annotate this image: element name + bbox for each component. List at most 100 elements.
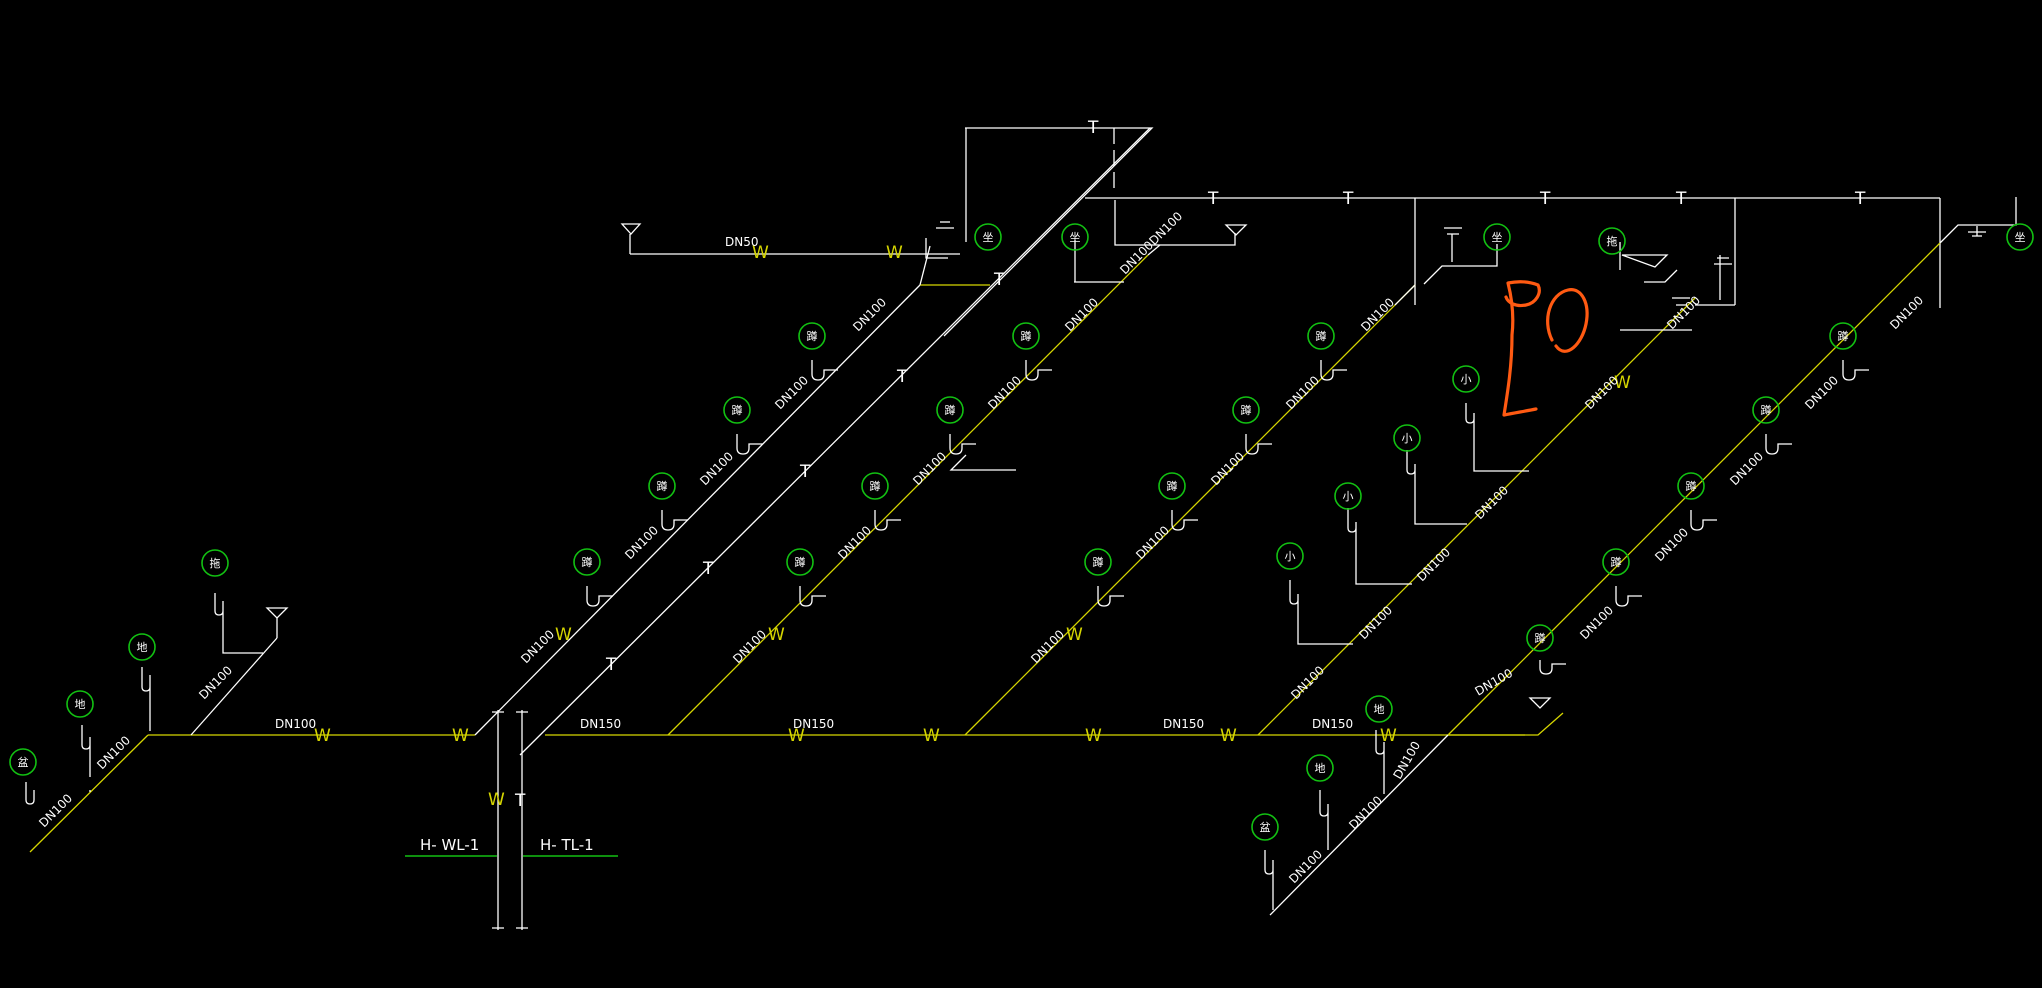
svg-text:蹲: 蹲 [657, 479, 668, 493]
svg-text:DN100: DN100 [850, 295, 889, 334]
markup-annotation: 50 [1502, 280, 1589, 417]
svg-text:DN100: DN100 [196, 663, 235, 702]
w-symbol: W [886, 243, 903, 263]
svg-text:DN100: DN100 [730, 627, 769, 666]
w-symbol: W [788, 726, 805, 746]
fixture-seat-3: 坐 [1483, 223, 1511, 251]
fixture-squat-17: 蹲 [1829, 322, 1857, 350]
svg-text:小: 小 [1343, 490, 1354, 503]
w-symbol: W [488, 790, 505, 810]
svg-text:地: 地 [137, 641, 148, 654]
svg-text:T: T [799, 462, 811, 482]
svg-text:蹲: 蹲 [1241, 403, 1252, 417]
w-symbol: W [314, 726, 331, 746]
svg-text:DN100: DN100 [36, 791, 75, 830]
svg-text:蹲: 蹲 [1761, 403, 1772, 417]
t-symbols: T T T T T T T T T T T T [514, 118, 1866, 811]
svg-text:地: 地 [1374, 703, 1385, 716]
fixture-mop-2: 拖 [1598, 227, 1626, 255]
fixture-seat-2: 坐 [1061, 223, 1089, 251]
svg-text:T: T [605, 655, 617, 675]
svg-text:DN100: DN100 [518, 627, 557, 666]
svg-text:T: T [514, 791, 526, 811]
branch-5 [1257, 242, 1732, 736]
branch-6 [1447, 197, 2017, 736]
svg-text:T: T [993, 270, 1005, 290]
svg-text:DN100: DN100 [1028, 627, 1067, 666]
fixture-squat-2: 蹲 [648, 472, 676, 500]
fixture-mop-1: 拖 [201, 549, 229, 577]
fixture-circles: 盆 地 地 拖 蹲 蹲 蹲 蹲 坐 蹲 蹲 蹲 蹲 坐 蹲 蹲 蹲 蹲 坐 小 … [9, 223, 2034, 841]
svg-text:DN100: DN100 [1286, 847, 1325, 886]
fixture-urinal-2: 小 [1334, 482, 1362, 510]
fixture-squat-8: 蹲 [1012, 322, 1040, 350]
svg-text:DN100: DN100 [1133, 523, 1172, 562]
svg-text:小: 小 [1402, 432, 1413, 445]
svg-text:盆: 盆 [1260, 820, 1271, 834]
fixture-urinal-1: 小 [1276, 542, 1304, 570]
svg-text:DN100: DN100 [275, 717, 316, 731]
svg-text:蹲: 蹲 [732, 403, 743, 417]
fixture-traps [586, 360, 1869, 675]
svg-text:DN100: DN100 [1288, 663, 1327, 702]
svg-text:蹲: 蹲 [807, 329, 818, 343]
svg-text:DN150: DN150 [1163, 717, 1204, 731]
pipe-labels-horizontal: DN100 DN150 DN150 DN150 DN150 DN50 [275, 235, 1353, 731]
svg-text:DN100: DN100 [1414, 545, 1453, 584]
fixture-seat-1: 坐 [974, 223, 1002, 251]
fixture-floor-2: 地 [128, 633, 156, 661]
w-symbol: W [1614, 373, 1631, 393]
svg-text:DN100: DN100 [1664, 293, 1703, 332]
w-symbol: W [1066, 625, 1083, 645]
fixture-squat-12: 蹲 [1307, 322, 1335, 350]
w-symbol: W [452, 726, 469, 746]
svg-text:DN50: DN50 [725, 235, 759, 249]
svg-text:DN150: DN150 [580, 717, 621, 731]
w-symbol: W [1380, 726, 1397, 746]
svg-text:坐: 坐 [2015, 231, 2026, 244]
svg-text:蹲: 蹲 [1093, 555, 1104, 569]
svg-text:坐: 坐 [1492, 231, 1503, 244]
w-symbol: W [555, 625, 572, 645]
w-symbol: W [923, 726, 940, 746]
svg-text:T: T [1087, 118, 1099, 138]
svg-text:DN100: DN100 [1577, 603, 1616, 642]
svg-text:DN100: DN100 [910, 449, 949, 488]
svg-text:蹲: 蹲 [945, 403, 956, 417]
svg-text:蹲: 蹲 [1167, 479, 1178, 493]
svg-text:蹲: 蹲 [1686, 479, 1697, 493]
main-drain-line [29, 734, 1525, 853]
svg-text:拖: 拖 [210, 556, 221, 570]
svg-text:蹲: 蹲 [870, 479, 881, 493]
svg-text:DN100: DN100 [1208, 449, 1247, 488]
svg-text:DN100: DN100 [1802, 373, 1841, 412]
fixture-squat-11: 蹲 [1232, 396, 1260, 424]
top-vent [1085, 197, 1941, 308]
fixture-basin-2: 盆 [1251, 813, 1279, 841]
left-branch [25, 593, 289, 805]
svg-text:T: T [1675, 189, 1687, 209]
svg-text:T: T [1342, 189, 1354, 209]
fixture-squat-13: 蹲 [1526, 624, 1554, 652]
fixture-urinal-3: 小 [1393, 424, 1421, 452]
svg-text:DN100: DN100 [1283, 373, 1322, 412]
svg-text:DN100DN100: DN100DN100 [1117, 209, 1185, 277]
fixture-basin-1: 盆 [9, 748, 37, 776]
fixture-squat-6: 蹲 [861, 472, 889, 500]
svg-text:DN100: DN100 [1652, 525, 1691, 564]
w-symbols: W W W W W W W W W W W W W W [314, 243, 1631, 810]
risers [405, 710, 618, 930]
svg-text:DN100: DN100 [1727, 449, 1766, 488]
fixture-floor-1: 地 [66, 690, 94, 718]
fixture-squat-10: 蹲 [1158, 472, 1186, 500]
svg-text:DN100: DN100 [1062, 295, 1101, 334]
svg-text:DN100: DN100 [1356, 603, 1395, 642]
w-symbol: W [1220, 726, 1237, 746]
fixture-urinal-4: 小 [1452, 365, 1480, 393]
fixture-floor-3: 地 [1306, 754, 1334, 782]
fixture-squat-1: 蹲 [573, 548, 601, 576]
svg-text:DN100: DN100 [1887, 293, 1926, 332]
svg-text:DN100: DN100 [835, 523, 874, 562]
